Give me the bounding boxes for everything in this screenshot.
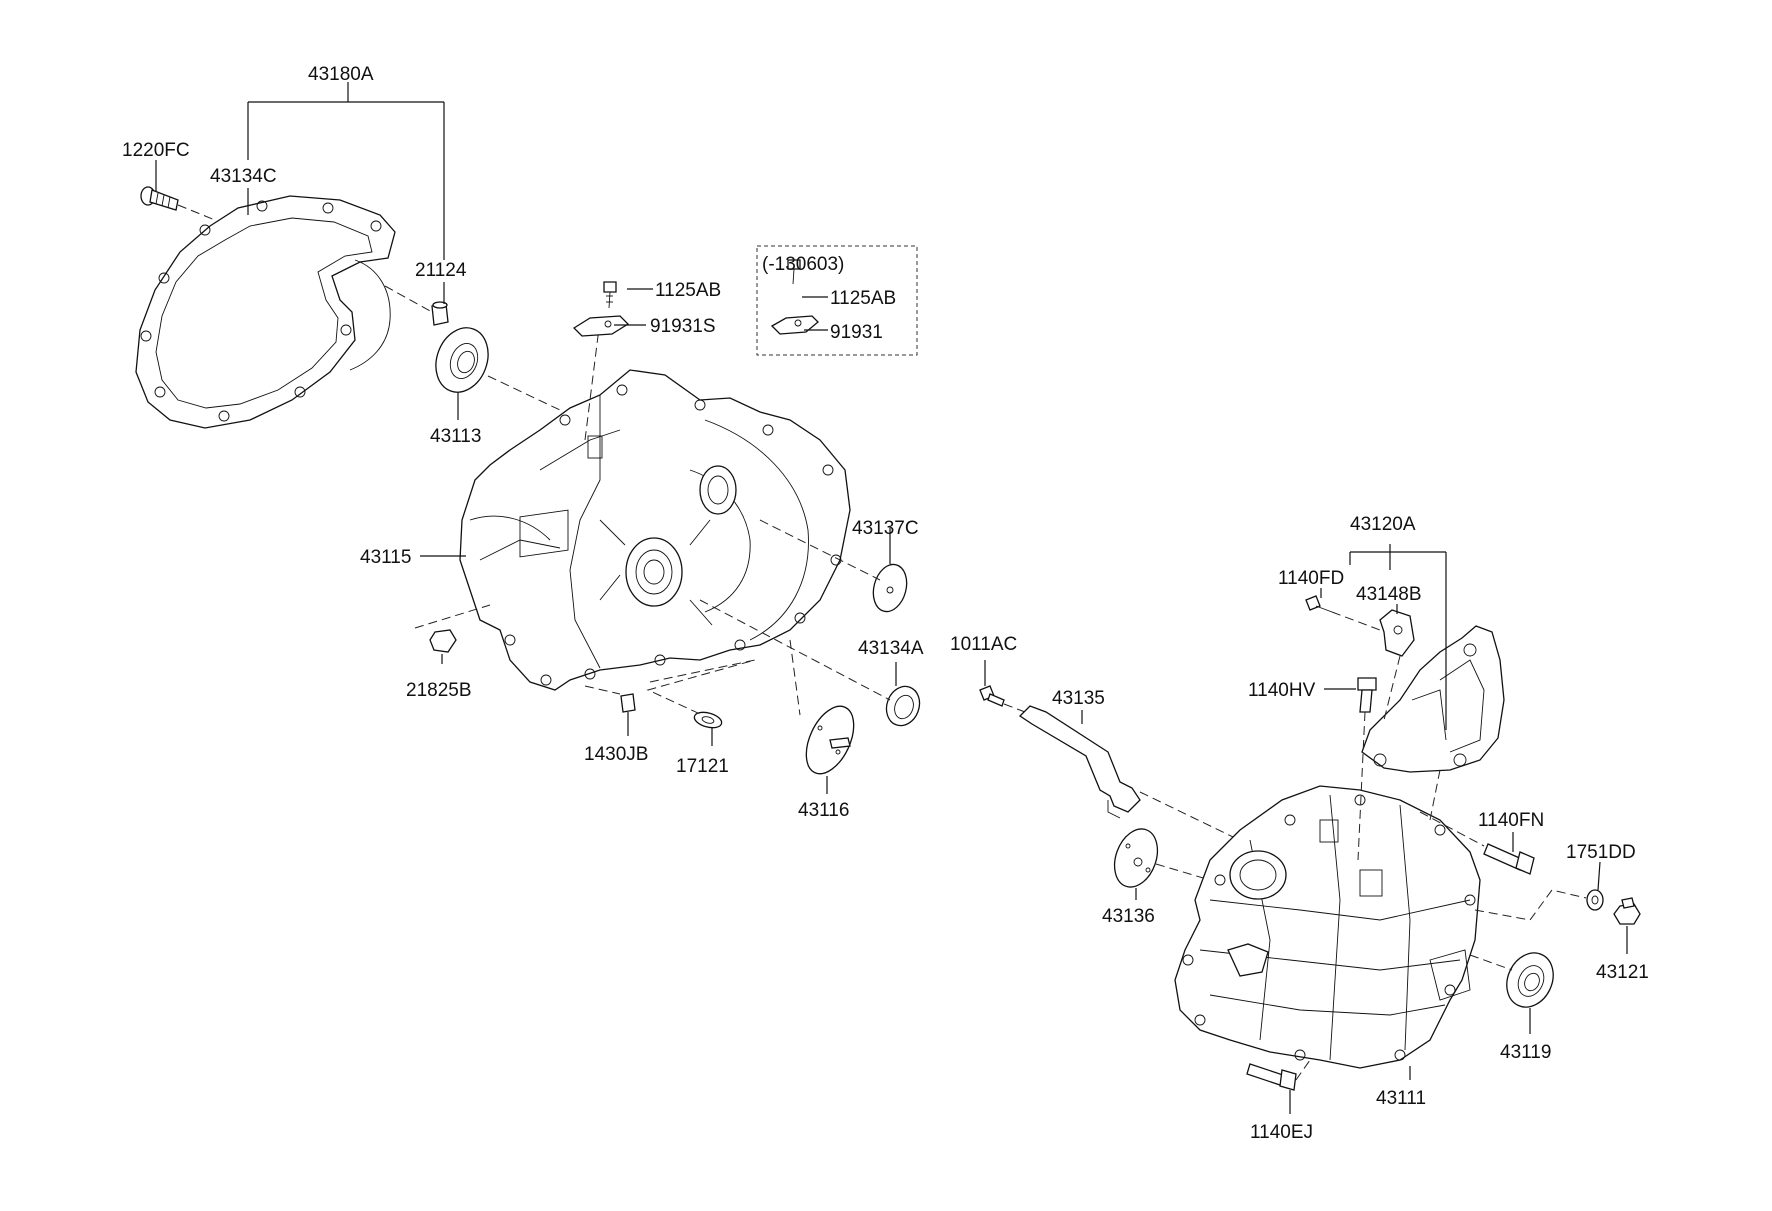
washer-1751dd[interactable] — [1586, 889, 1604, 911]
label-1140ej: 1140EJ — [1250, 1122, 1313, 1143]
washer-43137c[interactable] — [868, 561, 911, 616]
bolt-1220fc[interactable] — [140, 186, 179, 211]
dowel-pin-21124[interactable] — [431, 301, 449, 326]
washer-17121[interactable] — [693, 710, 724, 731]
bolt-1125ab-variant[interactable] — [787, 259, 801, 285]
label-43134a: 43134A — [858, 638, 924, 659]
label-43135: 43135 — [1052, 688, 1105, 709]
label-91931: 91931 — [830, 322, 883, 343]
clutch-housing-43115[interactable] — [459, 369, 851, 691]
bracket-91931-variant[interactable] — [770, 315, 819, 335]
transmission-case-43111[interactable] — [1174, 785, 1481, 1069]
label-43115: 43115 — [360, 547, 411, 568]
label-1140fn: 1140FN — [1478, 810, 1544, 831]
bolt-1140ej[interactable] — [1246, 1063, 1297, 1091]
label-43121: 43121 — [1596, 962, 1649, 983]
label-91931s: 91931S — [650, 316, 716, 337]
label-43120a: 43120A — [1350, 514, 1416, 535]
label-43119: 43119 — [1500, 1042, 1551, 1063]
plate-43136[interactable] — [1107, 823, 1165, 893]
shift-rod-43135[interactable] — [1018, 705, 1141, 819]
pin-1430jb[interactable] — [620, 693, 636, 713]
bolt-1125ab[interactable] — [603, 281, 617, 309]
mounting-bracket-43120a[interactable] — [1361, 625, 1505, 773]
bolt-1140fn[interactable] — [1483, 843, 1535, 875]
label-130603: (-130603) — [762, 254, 844, 275]
bolt-1140fd[interactable] — [1305, 595, 1333, 613]
variant-box-130603 — [756, 245, 918, 356]
label-43113: 43113 — [430, 426, 481, 447]
label-1140hv: 1140HV — [1248, 680, 1316, 701]
leader-lines — [155, 82, 1628, 1114]
label-21825b: 21825B — [406, 680, 472, 701]
label-1220fc: 1220FC — [122, 140, 190, 161]
oil-seal-43113[interactable] — [427, 320, 497, 399]
label-43148b: 43148B — [1356, 584, 1422, 605]
label-1125ab: 1125AB — [655, 280, 721, 301]
drain-plug-43121[interactable] — [1613, 897, 1641, 925]
label-1430jb: 1430JB — [584, 744, 648, 765]
label-1751dd: 1751DD — [1566, 842, 1636, 863]
label-1140fd: 1140FD — [1278, 568, 1344, 589]
oil-seal-43134a[interactable] — [881, 682, 925, 731]
label-43136: 43136 — [1102, 906, 1155, 927]
label-43116: 43116 — [798, 800, 849, 821]
bracket-91931s[interactable] — [572, 315, 630, 337]
bracket-43148b[interactable] — [1379, 609, 1415, 657]
oil-seal-43119[interactable] — [1498, 945, 1562, 1014]
nut-21825b[interactable] — [429, 629, 457, 653]
bolt-1140hv[interactable] — [1357, 677, 1377, 713]
gasket-43134c[interactable] — [135, 195, 396, 429]
label-1011ac: 1011AC — [950, 634, 1017, 655]
bolt-1011ac[interactable] — [979, 685, 1005, 707]
label-17121: 17121 — [676, 756, 729, 777]
label-43180a: 43180A — [308, 64, 374, 85]
label-43111: 43111 — [1376, 1088, 1426, 1109]
label-43137c: 43137C — [852, 518, 919, 539]
label-43134c: 43134C — [210, 166, 277, 187]
label-21124: 21124 — [415, 260, 467, 281]
cover-plate-43116[interactable] — [797, 699, 864, 781]
label-1125ab-variant: 1125AB — [830, 288, 896, 309]
